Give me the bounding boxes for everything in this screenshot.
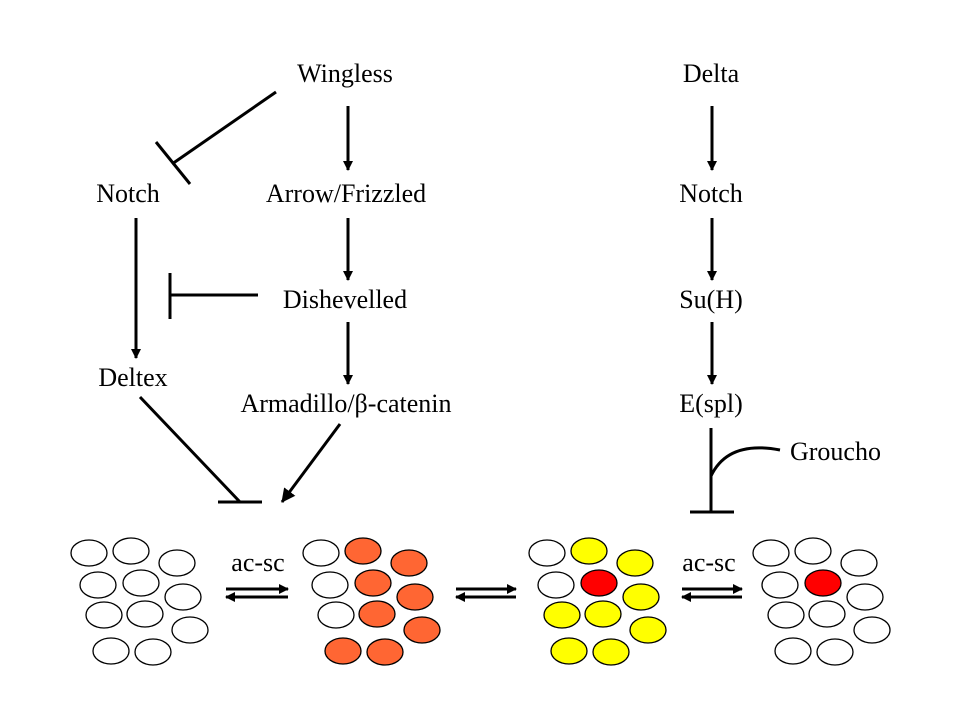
red-cell (580, 569, 618, 597)
acsc-left-label: ac-sc (231, 548, 284, 577)
acsc-right-label: ac-sc (682, 548, 735, 577)
white-cell (158, 549, 196, 577)
white-cell (302, 539, 340, 567)
arrow-frizzled-label: Arrow/Frizzled (266, 179, 426, 208)
orange-cell (366, 638, 404, 666)
white-cell (794, 537, 832, 565)
white-cell (122, 569, 160, 597)
orange-cell (358, 600, 396, 628)
yellow-cell (550, 637, 588, 665)
deltex-label: Deltex (98, 363, 167, 392)
cluster-1 (70, 537, 209, 666)
white-cell (816, 638, 854, 666)
white-cell (761, 571, 799, 599)
orange-cell (403, 616, 441, 644)
white-cell (112, 537, 150, 565)
equilibrium-arrows-1 (225, 584, 289, 602)
equilibrium-arrows-3 (681, 584, 743, 602)
white-cell (774, 637, 812, 665)
white-cell (528, 539, 566, 567)
espl-inhibits-acsc (690, 428, 781, 514)
yellow-cell (592, 638, 630, 666)
cluster-2 (302, 537, 441, 666)
notch-right-label: Notch (679, 179, 743, 208)
armadillo-label: Armadillo/β-catenin (240, 389, 451, 418)
yellow-cell (584, 600, 622, 628)
yellow-cell (629, 616, 667, 644)
cluster-4 (752, 537, 891, 666)
notch-left-label: Notch (96, 179, 160, 208)
white-cell (134, 638, 172, 666)
white-cell (537, 571, 575, 599)
armadillo-to-cells-arrow (280, 423, 342, 503)
white-cell (846, 583, 884, 611)
white-cell (767, 601, 805, 629)
white-cell (752, 539, 790, 567)
suh-label: Su(H) (679, 285, 743, 314)
delta-label: Delta (683, 59, 740, 88)
deltex-inhibits-acsc (138, 395, 262, 504)
dishevelled-inhibits-notch-pathway (168, 273, 258, 319)
white-cell (808, 600, 846, 628)
white-cell (85, 601, 123, 629)
wingless-label: Wingless (297, 59, 393, 88)
cluster-3 (528, 537, 667, 666)
white-cell (171, 616, 209, 644)
yellow-cell (622, 583, 660, 611)
white-cell (70, 539, 108, 567)
orange-cell (324, 637, 362, 665)
espl-label: E(spl) (679, 389, 743, 418)
yellow-cell (570, 537, 608, 565)
white-cell (164, 583, 202, 611)
groucho-label: Groucho (790, 437, 881, 466)
white-cell (317, 601, 355, 629)
equilibrium-arrows-2 (455, 584, 517, 602)
red-cell (804, 569, 842, 597)
yellow-cell (543, 601, 581, 629)
wingless-inhibits-notch (154, 90, 277, 185)
orange-cell (354, 569, 392, 597)
cell-clusters (70, 537, 891, 666)
orange-cell (396, 583, 434, 611)
dishevelled-label: Dishevelled (283, 285, 407, 314)
orange-cell (344, 537, 382, 565)
orange-cell (390, 549, 428, 577)
white-cell (853, 616, 891, 644)
white-cell (840, 549, 878, 577)
white-cell (92, 637, 130, 665)
yellow-cell (616, 549, 654, 577)
white-cell (79, 571, 117, 599)
white-cell (311, 571, 349, 599)
white-cell (126, 600, 164, 628)
